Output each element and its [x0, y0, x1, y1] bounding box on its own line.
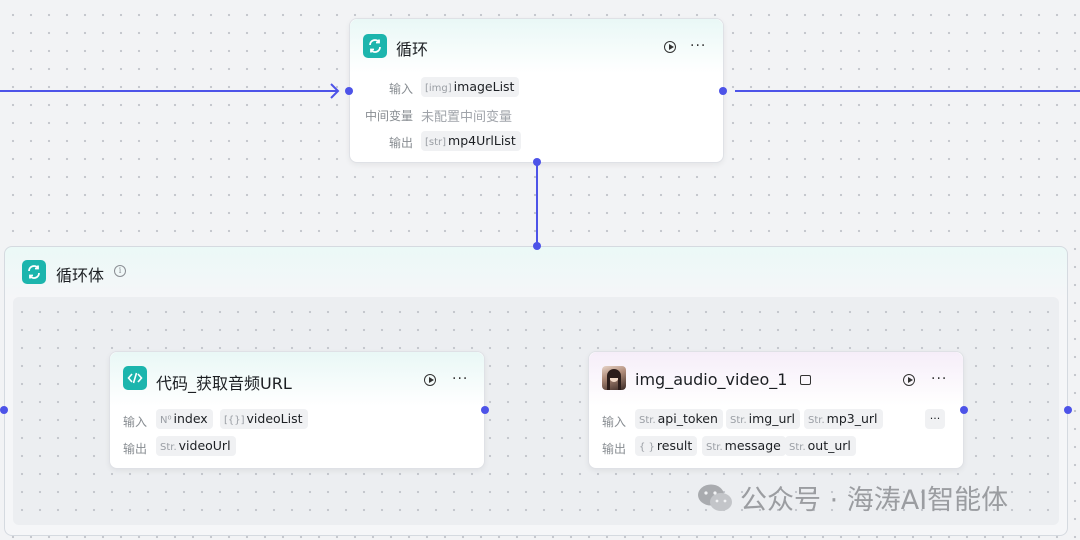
type-icon: Str. — [789, 442, 806, 453]
body-start-port[interactable] — [0, 406, 8, 414]
body-end-port[interactable] — [1064, 406, 1072, 414]
code-output-port[interactable] — [481, 406, 489, 414]
input-param: Str.api_token — [635, 409, 723, 429]
node-header — [110, 352, 484, 406]
type-icon: Str. — [730, 415, 747, 426]
node-header — [350, 19, 723, 73]
input-param: [img]imageList — [421, 77, 520, 97]
var-label: 中间变量 — [364, 109, 413, 123]
code-node-title: 代码_获取音频URL — [156, 374, 292, 393]
output-param: [str]mp4UrlList — [421, 131, 521, 151]
type-icon: Str. — [706, 442, 723, 453]
plugin-avatar — [602, 366, 626, 390]
var-value: 未配置中间变量 — [421, 110, 513, 125]
type-icon: { } — [639, 442, 655, 453]
output-label: 输出 — [602, 442, 627, 456]
edge-arrowhead — [330, 83, 340, 99]
more-inputs-button[interactable]: ··· — [925, 409, 945, 429]
input-param: Str.img_url — [726, 409, 801, 429]
param-name: mp4UrlList — [448, 133, 516, 148]
type-icon: N⁰ — [160, 415, 172, 426]
output-param: Str.out_url — [785, 436, 856, 456]
loop-icon — [363, 34, 387, 58]
param-name: videoList — [246, 411, 303, 426]
watermark-text: 公众号 · 海涛AI智能体 — [740, 485, 1009, 516]
param-name: result — [656, 438, 693, 453]
input-param: [{}]videoList — [220, 409, 308, 429]
input-label: 输入 — [388, 82, 413, 96]
run-icon[interactable] — [903, 374, 915, 386]
loop-output-port[interactable] — [719, 87, 727, 95]
output-param: Str.message — [702, 436, 786, 456]
plugin-node-title: img_audio_video_1 — [635, 370, 788, 389]
param-name: img_url — [748, 411, 796, 426]
store-icon — [800, 375, 811, 385]
loop-body-port[interactable] — [533, 158, 541, 166]
node-header — [589, 352, 963, 406]
array-type-icon: [str] — [425, 137, 447, 148]
loop-body-title: 循环体 — [56, 266, 105, 285]
wechat-icon — [698, 484, 732, 511]
param-name: message — [724, 438, 781, 453]
loop-input-port[interactable] — [345, 87, 353, 95]
param-name: api_token — [657, 411, 718, 426]
plugin-node[interactable]: img_audio_video_1 ··· 输入 Str.api_token S… — [588, 351, 964, 469]
more-icon[interactable]: ··· — [690, 38, 707, 54]
output-label: 输出 — [123, 442, 148, 456]
code-icon — [123, 366, 147, 390]
run-icon[interactable] — [424, 374, 436, 386]
param-name: videoUrl — [178, 438, 231, 453]
type-icon: [{}] — [224, 415, 245, 426]
type-icon: Str. — [808, 415, 825, 426]
param-name: imageList — [453, 79, 515, 94]
output-param: { }result — [635, 436, 698, 456]
param-name: out_url — [807, 438, 851, 453]
loop-icon — [22, 260, 46, 284]
array-type-icon: [img] — [425, 83, 452, 94]
input-param: Str.mp3_url — [804, 409, 883, 429]
run-icon[interactable] — [664, 41, 676, 53]
type-icon: Str. — [160, 442, 177, 453]
more-icon[interactable]: ··· — [931, 371, 948, 387]
loop-node[interactable]: 循环 ··· 输入 [img]imageList 中间变量 未配置中间变量 输出… — [349, 18, 724, 163]
param-name: index — [173, 411, 208, 426]
type-icon: Str. — [639, 415, 656, 426]
input-label: 输入 — [123, 415, 148, 429]
loop-body-group-port[interactable] — [533, 242, 541, 250]
input-label: 输入 — [602, 415, 627, 429]
param-name: mp3_url — [826, 411, 878, 426]
more-icon[interactable]: ··· — [452, 371, 469, 387]
output-label: 输出 — [388, 136, 413, 150]
plugin-output-port[interactable] — [960, 406, 968, 414]
info-icon[interactable]: i — [114, 265, 126, 277]
watermark: 公众号 · 海涛AI智能体 — [696, 478, 1008, 517]
loop-node-title: 循环 — [396, 40, 429, 59]
output-param: Str.videoUrl — [156, 436, 236, 456]
